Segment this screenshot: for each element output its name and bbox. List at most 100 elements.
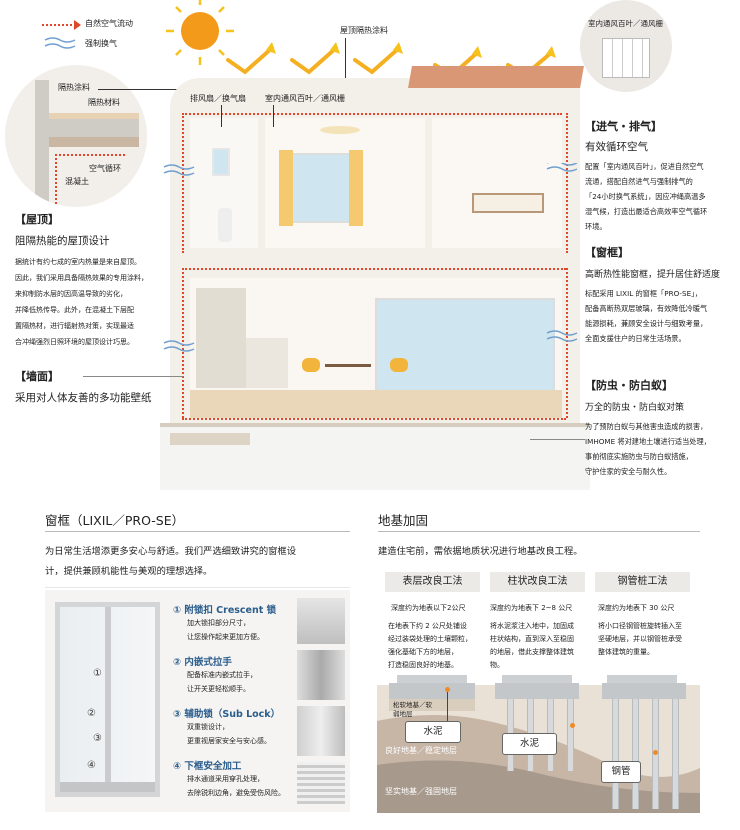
callout-3: ③: [93, 733, 102, 744]
method-surface: 深度约为地表以下2公尺 在地表下约 2 公尺处铺设经过装袋处理的土壤颗粒，强化基…: [388, 600, 472, 672]
termite-line: 事前彻底实施防虫与防白蚁措施，: [585, 452, 693, 461]
method-tab-steel: 钢管桩工法: [595, 572, 690, 592]
item-desc: 加大锁扣部分尺寸，: [187, 619, 250, 627]
method-tab-surface: 表层改良工法: [385, 572, 480, 592]
label-insulation: 隔热材料: [88, 98, 120, 107]
bedroom-right: [432, 118, 562, 248]
vent-detail-circle: 室内通风百叶／通风栅: [580, 0, 672, 92]
frame-item: ② 内嵌式拉手 配备标准内嵌式拉手，让开关更轻松顺手。: [173, 654, 257, 696]
callout-2: ②: [87, 708, 96, 719]
item-num: ③: [173, 709, 182, 720]
window-line: 能源损耗，兼顾安全设计与细致考量，: [585, 319, 708, 328]
roof-line: 来抑制防水层的因高温导致的劣化，: [15, 290, 127, 298]
method-desc: 物。: [490, 661, 504, 669]
method-column: 深度约为地表下 2~8 公尺 将水泥浆注入地中，加固成柱状结构，直到深入至稳固的…: [490, 600, 574, 672]
frame-intro-line: 计，提供兼顾机能性与美观的理想选择。: [45, 566, 213, 577]
window-line: 全面支援住户的日常生活场景。: [585, 334, 686, 343]
roof-line: 置隔热材，进行辐射热对策，实现最适: [15, 322, 134, 330]
frame-intro-line: 为日常生活增添更多安心与舒适。我们严选细致讲究的窗框设: [45, 546, 297, 557]
air-note: 【进气・排气】 有效循环空气 配置「室内通风百叶」，促进自然空气 流通，搭配自然…: [585, 118, 707, 234]
method-desc: 在地表下约 2 公尺处铺设: [388, 622, 467, 630]
termite-note: 【防虫・防白蚁】 万全的防虫・防白蚁对策 为了预防白蚁与其他害虫造成的损害， I…: [585, 377, 711, 479]
bathroom: [190, 118, 258, 248]
frame-item: ① 附锁扣 Crescent 锁 加大锁扣部分尺寸， 让您操作起来更加方便。: [173, 602, 276, 644]
legend-natural-flow: 自然空气流动: [85, 19, 133, 28]
label-steel-pipe: 钢管: [601, 761, 641, 783]
item-desc: 排水通道采用穿孔处理，: [187, 775, 264, 783]
item-title: 附锁扣 Crescent 锁: [184, 605, 277, 616]
air-line: 环境。: [585, 222, 607, 231]
bedroom-left: [265, 118, 425, 248]
method-depth: 深度约为地表下 30 公尺: [598, 604, 675, 612]
callout-4: ④: [87, 760, 96, 771]
label-hard-soil: 坚实地基／强固地层: [385, 787, 457, 796]
item-desc: 去除锐利边角，避免受伤风险。: [187, 789, 285, 797]
label-vent: 室内通风百叶／通风栅: [265, 94, 345, 103]
termite-title: 万全的防虫・防白蚁对策: [585, 403, 685, 413]
label-cement-column: 水泥: [502, 733, 557, 755]
roof-detail-circle: 隔热涂料 隔热材料 空气循环 混凝土: [5, 65, 147, 207]
leader-line: [98, 89, 193, 90]
item-title: 下框安全加工: [184, 761, 242, 772]
item-num: ④: [173, 761, 182, 772]
window-line: 配备高断热双层玻璃，有效降低冷暖气: [585, 304, 708, 313]
method-steel: 深度约为地表下 30 公尺 将小口径钢管桩旋转插入至坚硬地层，并以钢管桩承受整体…: [598, 600, 682, 659]
arrow-head-icon: [74, 20, 81, 30]
frame-panel: ① ② ③ ④ ① 附锁扣 Crescent 锁 加大锁扣部分尺寸， 让您操作起来…: [45, 590, 350, 812]
window-title: 高断热性能窗框，提升居住舒适度: [585, 270, 721, 280]
item-desc: 让您操作起来更加方便。: [187, 633, 264, 641]
foundation-heading: 地基加固: [378, 513, 429, 528]
crescent-lock-photo: [297, 598, 345, 644]
method-depth: 深度约为地表以下2公尺: [391, 604, 466, 612]
label-cement-surface: 水泥: [405, 721, 461, 743]
frame-heading: 窗框（LIXIL／PRO-SE）: [45, 513, 185, 528]
window-frame-image: [55, 602, 160, 797]
handle-photo: [297, 650, 345, 700]
item-num: ①: [173, 605, 182, 616]
method-depth: 深度约为地表下 2~8 公尺: [490, 604, 573, 612]
roof-line: 合冲绳强烈日照环境的屋顶设计巧思。: [15, 338, 134, 346]
roof-line: 据统计有约七成的室内热量是来自屋顶。: [15, 258, 141, 266]
method-tab-column: 柱状改良工法: [490, 572, 585, 592]
foundation-intro: 建造住宅前，需依据地质状况进行地基改良工程。: [378, 546, 583, 557]
house-illustration: [160, 66, 590, 490]
label-fan: 排风扇／换气扇: [190, 94, 246, 103]
air-line: 湿气候，打造出最适合高效率空气循环: [585, 207, 708, 216]
wall-tag: 【墙面】: [15, 370, 59, 383]
frame-item: ③ 辅助锁（Sub Lock） 双重锁设计，更重视居家安全与安心感。: [173, 706, 280, 748]
air-line: 配置「室内通风百叶」，促进自然空气: [585, 162, 704, 171]
item-title: 辅助锁（Sub Lock）: [184, 709, 281, 720]
ground-diagram: 松软地基／软弱地层 良好地基／稳定地层 坚实地基／强固地层 水泥 水泥 钢管: [377, 673, 700, 813]
window-tag: 【窗框】: [585, 246, 629, 259]
method-desc: 打造稳固良好的地基。: [388, 661, 458, 669]
sub-lock-photo: [297, 706, 345, 756]
termite-line: 为了预防白蚁与其他害虫造成的损害，: [585, 422, 708, 431]
label-good-soil: 良好地基／稳定地层: [385, 746, 457, 755]
method-desc: 强化基础下方的地层，: [388, 648, 458, 656]
air-line: 流通，搭配自然进气与强制排气的: [585, 177, 693, 186]
label-vent-circle: 室内通风百叶／通风栅: [588, 19, 663, 28]
roof-title: 阻隔热能的屋顶设计: [15, 235, 110, 247]
roof-line: 并降低热传导。此外，在混凝土下层配: [15, 306, 134, 314]
item-title: 内嵌式拉手: [184, 657, 232, 668]
window-line: 标配采用 LIXIL 的窗框「PRO-SE」，: [585, 289, 702, 298]
wall-note: 【墙面】 采用对人体友善的多功能壁纸: [15, 368, 152, 405]
air-tag: 【进气・排气】: [585, 120, 662, 133]
termite-tag: 【防虫・防白蚁】: [585, 379, 673, 392]
frame-item: ④ 下框安全加工 排水通道采用穿孔处理， 去除锐利边角，避免受伤风险。: [173, 758, 285, 800]
sun-icon: [166, 0, 234, 65]
roof-tag: 【屋顶】: [15, 213, 59, 226]
tile-roof: [408, 66, 584, 88]
frame-intro: 为日常生活增添更多安心与舒适。我们严选细致讲究的窗框设 计，提供兼顾机能性与美观…: [45, 542, 296, 582]
natural-flow-arrow-icon: [42, 24, 76, 26]
termite-line: IMHOME 将对建地土壤进行适当处理，: [585, 437, 711, 446]
forced-ventilation-waves: [163, 163, 578, 352]
method-desc: 坚硬地层，并以钢管桩承受: [598, 635, 682, 643]
item-num: ②: [173, 657, 182, 668]
method-desc: 柱状结构，直到深入至稳固: [490, 635, 574, 643]
wall-title: 采用对人体友善的多功能壁纸: [15, 392, 152, 404]
label-roof-coating: 屋顶隔热涂料: [340, 26, 388, 35]
air-line: 「24小时换气系统」，因应冲绳高温多: [585, 192, 706, 201]
method-desc: 将水泥浆注入地中，加固成: [490, 622, 574, 630]
method-desc: 整体建筑的重量。: [598, 648, 654, 656]
